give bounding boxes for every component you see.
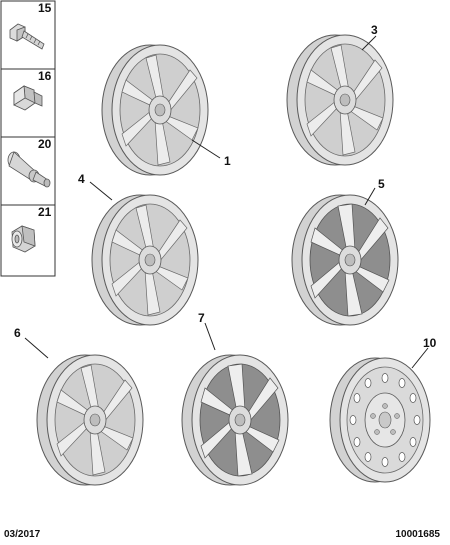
wheel-7 — [181, 354, 289, 486]
leader-lines — [24, 35, 429, 369]
callout-number: 1 — [224, 154, 231, 168]
wheel-5 — [291, 194, 399, 326]
wheel-6 — [36, 354, 144, 486]
side-item-number: 20 — [38, 137, 52, 151]
wheel-4 — [91, 194, 199, 326]
callout-number: 3 — [371, 23, 378, 37]
tire-valve-icon — [7, 151, 51, 188]
side-item-number: 15 — [38, 1, 52, 15]
side-item-number: 16 — [38, 69, 52, 83]
locking-nut-icon — [11, 225, 36, 253]
footer-date: 03/2017 — [4, 529, 41, 540]
callout-number: 5 — [378, 177, 385, 191]
callout-number: 6 — [14, 326, 21, 340]
side-panel: 15 16 20 21 — [0, 0, 56, 277]
side-item-number: 21 — [38, 205, 52, 219]
callout-number: 7 — [198, 311, 205, 325]
footer-reference: 10001685 — [395, 529, 441, 540]
nut-cap-icon — [13, 85, 43, 111]
wheel-1 — [101, 44, 209, 176]
callout-number: 4 — [78, 172, 85, 186]
wheel-bolt-icon — [9, 23, 45, 50]
callout-number: 10 — [423, 336, 437, 350]
wheel-10 — [329, 357, 431, 483]
wheel-3 — [286, 34, 394, 166]
